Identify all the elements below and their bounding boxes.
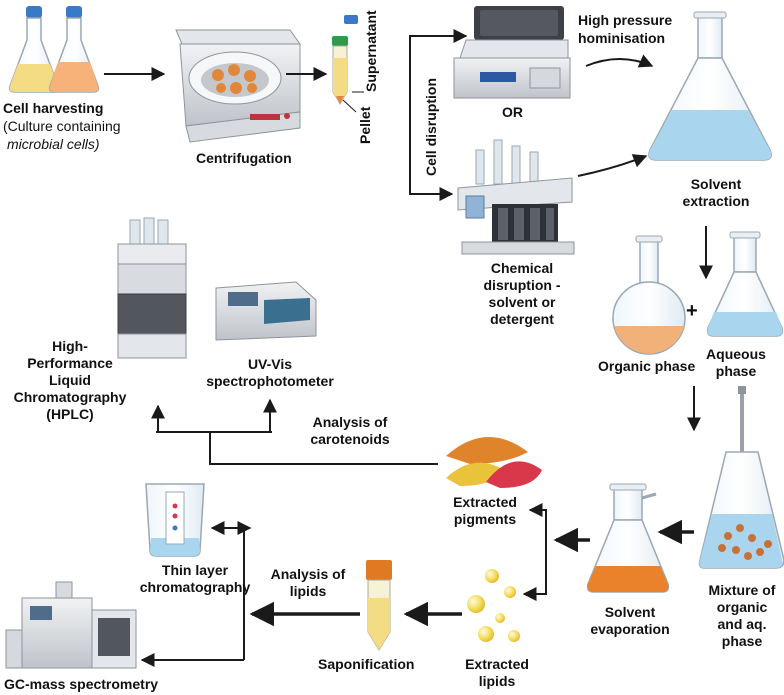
aqueous-phase-line2: phase [715,363,757,379]
plus-sign: + [686,300,698,322]
extracted-pigments-line2: pigments [453,511,517,527]
hplc-instrument-icon [117,217,187,359]
uv-vis-line1: UV-Vis [247,356,293,372]
extracted-lipids-line2: lipids [478,673,516,689]
analysis-carotenoids-line2: carotenoids [310,431,390,447]
arrow-homogeniser-to-extraction [585,54,654,68]
extracted-pigments-line1: Extracted [453,494,517,510]
or-label: OR [502,104,523,120]
saponification-label: Saponification [318,656,415,672]
mixture-line1: Mixture of [708,582,776,598]
chemical-disruption-line1: Chemical [490,260,554,276]
gc-ms-label: GC-mass spectrometry [4,676,159,692]
arrow-to-high-pressure [409,29,468,60]
hplc-line1: High- [52,338,88,354]
organic-phase-flask-icon [612,235,686,355]
solvent-extraction-line1: Solvent [690,176,742,192]
aqueous-phase-flask-icon [706,231,784,337]
analysis-lipids-line1: Analysis of [270,566,346,582]
chemical-disruption-apparatus-icon [457,139,575,255]
chemical-disruption-line4: detergent [490,311,554,327]
mixture-line3: and aq. [717,616,767,632]
tlc-line2: chromatography [139,579,251,595]
hplc-line5: (HPLC) [46,406,94,422]
organic-phase-label: Organic phase [598,358,696,374]
extracted-lipids-line1: Extracted [465,656,529,672]
hplc-line4: Chromatography [13,389,127,405]
solvent-extraction-line2: extraction [682,193,750,209]
centrifugation-label: Centrifugation [196,150,292,166]
supernatant-label: Supernatant [363,10,379,92]
high-pressure-homogeniser-icon [453,6,571,99]
solvent-evaporation-line1: Solvent [604,604,656,620]
pellet-pointer [342,99,357,113]
hplc-line3: Liquid [49,372,91,388]
solvent-extraction-flask-icon [648,11,772,161]
centrifuge-tube-icon [332,15,358,105]
mixture-flask-icon [698,386,784,569]
arrow-to-tlc [237,521,252,660]
culture-flask-orange-icon [48,6,100,93]
saponification-tube-icon [366,560,392,651]
mixture-line2: organic [716,599,768,615]
extracted-lipids-icon [467,569,520,642]
cell-harvesting-title: Cell harvesting [3,100,104,116]
pellet-label: Pellet [357,106,373,144]
tlc-line1: Thin layer [161,562,229,578]
solvent-evaporation-line2: evaporation [590,621,670,637]
arrow-evaporation-to-lipids [522,540,547,601]
arrow-evaporation-to-pigments [528,503,547,540]
aqueous-phase-line1: Aqueous [706,346,766,362]
arrow-to-chemical-disruption [409,60,454,201]
uv-vis-line2: spectrophotometer [206,373,334,389]
analysis-lipids-line2: lipids [289,583,327,599]
arrow-pigments-line [209,432,438,465]
arrow-chemical-to-extraction [577,154,648,177]
high-pressure-label-line1: High pressure [578,12,673,28]
solvent-evaporation-flask-icon [586,483,670,593]
cell-disruption-label: Cell disruption [423,78,439,176]
culture-note-line1: (Culture containing [3,118,121,134]
culture-note-line2: microbial cells) [7,136,100,152]
chemical-disruption-line2: disruption - [483,277,561,293]
high-pressure-label-line2: hominisation [578,30,666,46]
tlc-beaker-icon [145,483,205,557]
uv-vis-spectrophotometer-icon [215,281,317,341]
extracted-pigments-icon [446,436,542,488]
hplc-line2: Performance [27,355,113,371]
mixture-line4: phase [721,633,763,649]
gc-ms-instrument-icon [5,581,137,669]
culture-flask-yellow-icon [8,6,60,93]
centrifuge-icon [175,29,301,143]
analysis-carotenoids-line1: Analysis of [312,414,388,430]
chemical-disruption-line3: solvent or [488,294,556,310]
